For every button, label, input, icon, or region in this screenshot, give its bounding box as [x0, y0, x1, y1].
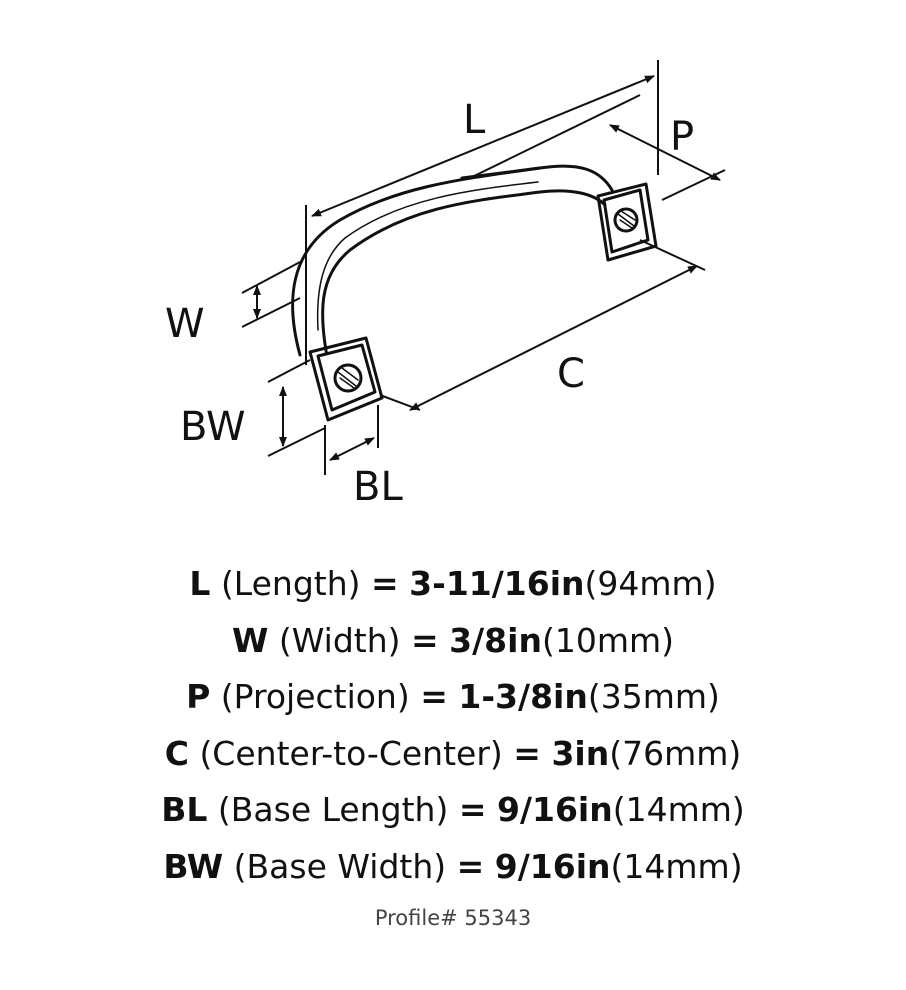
spec-name: (Base Length) — [217, 790, 449, 829]
spec-metric: (14mm) — [612, 790, 745, 829]
spec-code: P — [186, 677, 211, 716]
spec-metric: (14mm) — [610, 846, 743, 886]
spec-equals: = — [411, 620, 439, 660]
profile-number: Profile# 55343 — [374, 906, 532, 930]
spec-metric: (94mm) — [584, 564, 717, 603]
spec-row-center-to-center: C (Center-to-Center) = 3in(76mm) — [0, 726, 906, 783]
spec-equals: = — [371, 564, 399, 603]
label-w: W — [165, 301, 205, 347]
spec-code: C — [164, 733, 189, 773]
spec-equals: = — [458, 790, 487, 829]
dimension-spec-list: L (Length) = 3-11/16in(94mm) W (Width) =… — [0, 556, 906, 895]
spec-imperial: 3in — [551, 733, 610, 773]
handle-dimension-diagram: L P W C BW BL — [165, 60, 726, 510]
spec-metric: (10mm) — [541, 620, 674, 660]
label-l: L — [463, 97, 486, 143]
spec-metric: (35mm) — [587, 677, 720, 716]
spec-row-length: L (Length) = 3-11/16in(94mm) — [0, 556, 906, 613]
spec-imperial: 3-11/16in — [409, 564, 585, 603]
spec-row-base-length: BL (Base Length) = 9/16in(14mm) — [0, 782, 906, 839]
spec-metric: (76mm) — [609, 733, 742, 773]
spec-code: BW — [163, 846, 224, 886]
spec-code: L — [189, 564, 211, 603]
spec-imperial: 9/16in — [494, 846, 611, 886]
spec-name: (Center-to-Center) — [199, 733, 503, 773]
spec-equals: = — [420, 677, 448, 716]
dimension-lines — [241, 60, 726, 475]
label-bl: BL — [353, 464, 403, 510]
spec-name: (Base Width) — [233, 846, 447, 886]
spec-row-base-width: BW (Base Width) = 9/16in(14mm) — [0, 839, 906, 896]
handle-drawing — [291, 164, 658, 422]
spec-equals: = — [513, 733, 541, 773]
spec-name: (Projection) — [220, 677, 410, 716]
label-p: P — [670, 114, 694, 160]
spec-row-projection: P (Projection) = 1-3/8in(35mm) — [0, 669, 906, 726]
spec-row-width: W (Width) = 3/8in(10mm) — [0, 613, 906, 670]
label-bw: BW — [180, 404, 246, 450]
spec-name: (Length) — [220, 564, 361, 603]
label-c: C — [557, 351, 585, 397]
spec-name: (Width) — [278, 620, 401, 660]
spec-code: BL — [161, 790, 208, 829]
spec-imperial: 9/16in — [496, 790, 613, 829]
spec-imperial: 3/8in — [449, 620, 542, 660]
spec-code: W — [231, 620, 269, 660]
spec-equals: = — [456, 846, 485, 886]
spec-imperial: 1-3/8in — [458, 677, 588, 716]
